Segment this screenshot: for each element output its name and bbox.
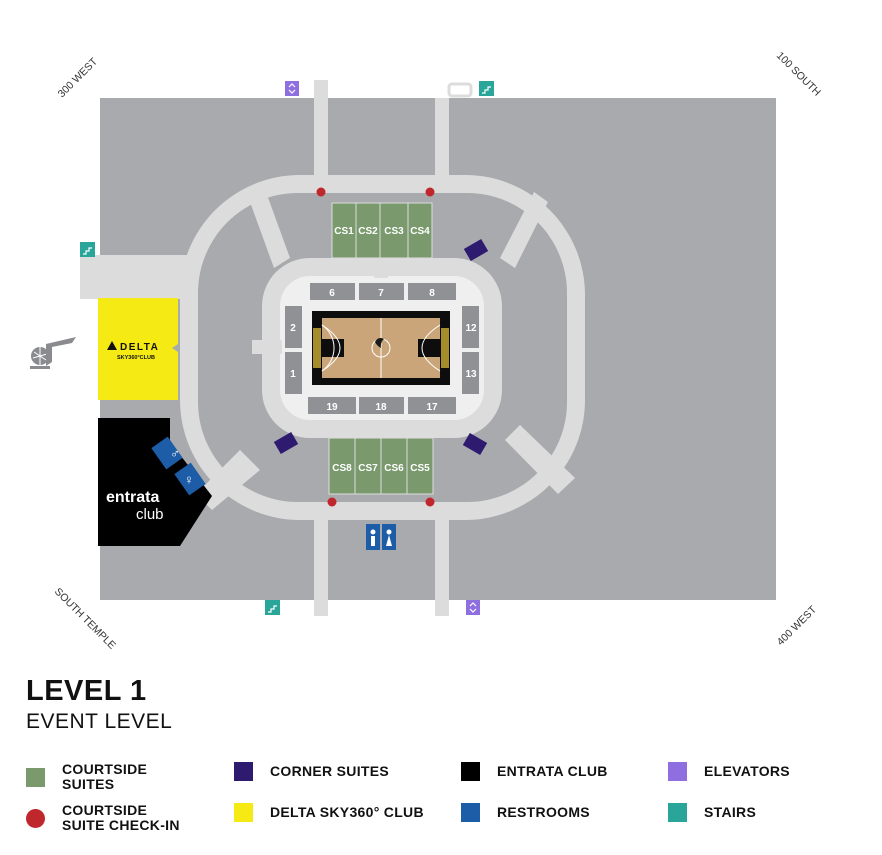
- basketball-court: [312, 311, 450, 385]
- legend-swatch: [26, 767, 45, 787]
- checkin-dot: [425, 187, 435, 197]
- corner-suite: [273, 431, 299, 455]
- checkin-dot: [327, 497, 337, 507]
- jazz-logo-icon: [30, 337, 76, 369]
- legend-label: COURTSIDE: [62, 761, 148, 777]
- suite-cs5: CS5: [410, 463, 430, 474]
- legend-label: ELEVATORS: [704, 763, 790, 779]
- legend-corner-suites: CORNER SUITES: [234, 762, 389, 781]
- legend-swatch: [461, 762, 480, 781]
- corridor-bottom-left: [314, 510, 328, 616]
- sections-right: 12 13: [462, 306, 479, 394]
- legend-swatch: [461, 803, 480, 822]
- svg-text:♂: ♂: [170, 446, 180, 461]
- restroom-south: [366, 524, 396, 550]
- legend-entrata-club: ENTRATA CLUB: [461, 762, 608, 781]
- legend-label: DELTA SKY360° CLUB: [270, 804, 424, 820]
- section-13: 13: [465, 369, 477, 380]
- legend-label: CORNER SUITES: [270, 763, 390, 779]
- section-8: 8: [429, 288, 435, 299]
- legend-stairs: STAIRS: [668, 803, 756, 822]
- street-label-nw: 300 WEST: [56, 55, 101, 100]
- legend-swatch: [234, 762, 253, 781]
- suite-cs7: CS7: [358, 463, 378, 474]
- corner-suite: [462, 432, 488, 456]
- level-title: LEVEL 1: [26, 675, 147, 707]
- sections-bottom: 19 18 17: [308, 397, 456, 414]
- legend-elevators: ELEVATORS: [668, 762, 790, 781]
- legend-restrooms: RESTROOMS: [461, 803, 590, 822]
- section-18: 18: [375, 402, 387, 413]
- elevator-icon: [285, 81, 299, 96]
- legend-swatch: [26, 808, 45, 828]
- corridor-top-right: [435, 80, 449, 190]
- sections-left: 2 1: [285, 306, 302, 394]
- courtside-suites-top: CS1 CS2 CS3 CS4: [331, 202, 433, 259]
- legend-label: COURTSIDE: [62, 802, 148, 818]
- suite-cs6: CS6: [384, 463, 404, 474]
- section-17: 17: [426, 402, 438, 413]
- legend-swatch: [668, 803, 687, 822]
- stairs-icon: [265, 600, 280, 615]
- suite-cs8: CS8: [332, 463, 352, 474]
- suite-cs1: CS1: [334, 226, 354, 237]
- entrata-club: entrata club: [98, 418, 212, 546]
- legend-label: SUITES: [62, 776, 115, 792]
- section-2: 2: [290, 323, 296, 334]
- level-subtitle: EVENT LEVEL: [26, 710, 173, 734]
- arena-map: CS1 CS2 CS3 CS4 CS8 CS7 CS6 CS5 6 7 8 19…: [30, 50, 823, 652]
- suite-cs4: CS4: [410, 226, 430, 237]
- suite-cs3: CS3: [384, 226, 404, 237]
- stairs-icon: [479, 81, 494, 96]
- entrata-club-sub: club: [136, 506, 164, 523]
- elevator-icon: [466, 600, 480, 615]
- checkin-dot: [425, 497, 435, 507]
- street-label-ne: 100 SOUTH: [774, 50, 823, 99]
- checkin-dot: [316, 187, 326, 197]
- legend-label: ENTRATA CLUB: [497, 763, 608, 779]
- legend-label: STAIRS: [704, 804, 757, 820]
- delta-club-sub: SKY360°CLUB: [117, 355, 155, 361]
- section-12: 12: [465, 323, 477, 334]
- delta-club-name: DELTA: [120, 342, 159, 353]
- section-19: 19: [326, 402, 338, 413]
- legend-label: RESTROOMS: [497, 804, 590, 820]
- legend-swatch: [668, 762, 687, 781]
- section-6: 6: [329, 288, 335, 299]
- delta-sky360-club: DELTA SKY360°CLUB: [98, 298, 178, 400]
- corridor-bottom-right: [435, 510, 449, 616]
- corridor-top-left: [314, 80, 328, 190]
- restroom-west: ♂ ♀: [151, 436, 206, 496]
- street-label-se: 400 WEST: [775, 603, 820, 648]
- section-7: 7: [378, 288, 384, 299]
- legend-swatch: [234, 803, 253, 822]
- stairs-icon: [80, 242, 95, 257]
- legend-label: SUITE CHECK-IN: [62, 817, 180, 833]
- suite-cs2: CS2: [358, 226, 378, 237]
- svg-text:♀: ♀: [184, 472, 194, 487]
- legend-delta-club: DELTA SKY360° CLUB: [234, 803, 424, 822]
- sections-top: 6 7 8: [310, 283, 456, 300]
- courtside-suites-bottom: CS8 CS7 CS6 CS5: [328, 437, 434, 495]
- corner-suite: [463, 238, 489, 262]
- section-1: 1: [290, 369, 296, 380]
- entrata-club-name: entrata: [106, 489, 159, 506]
